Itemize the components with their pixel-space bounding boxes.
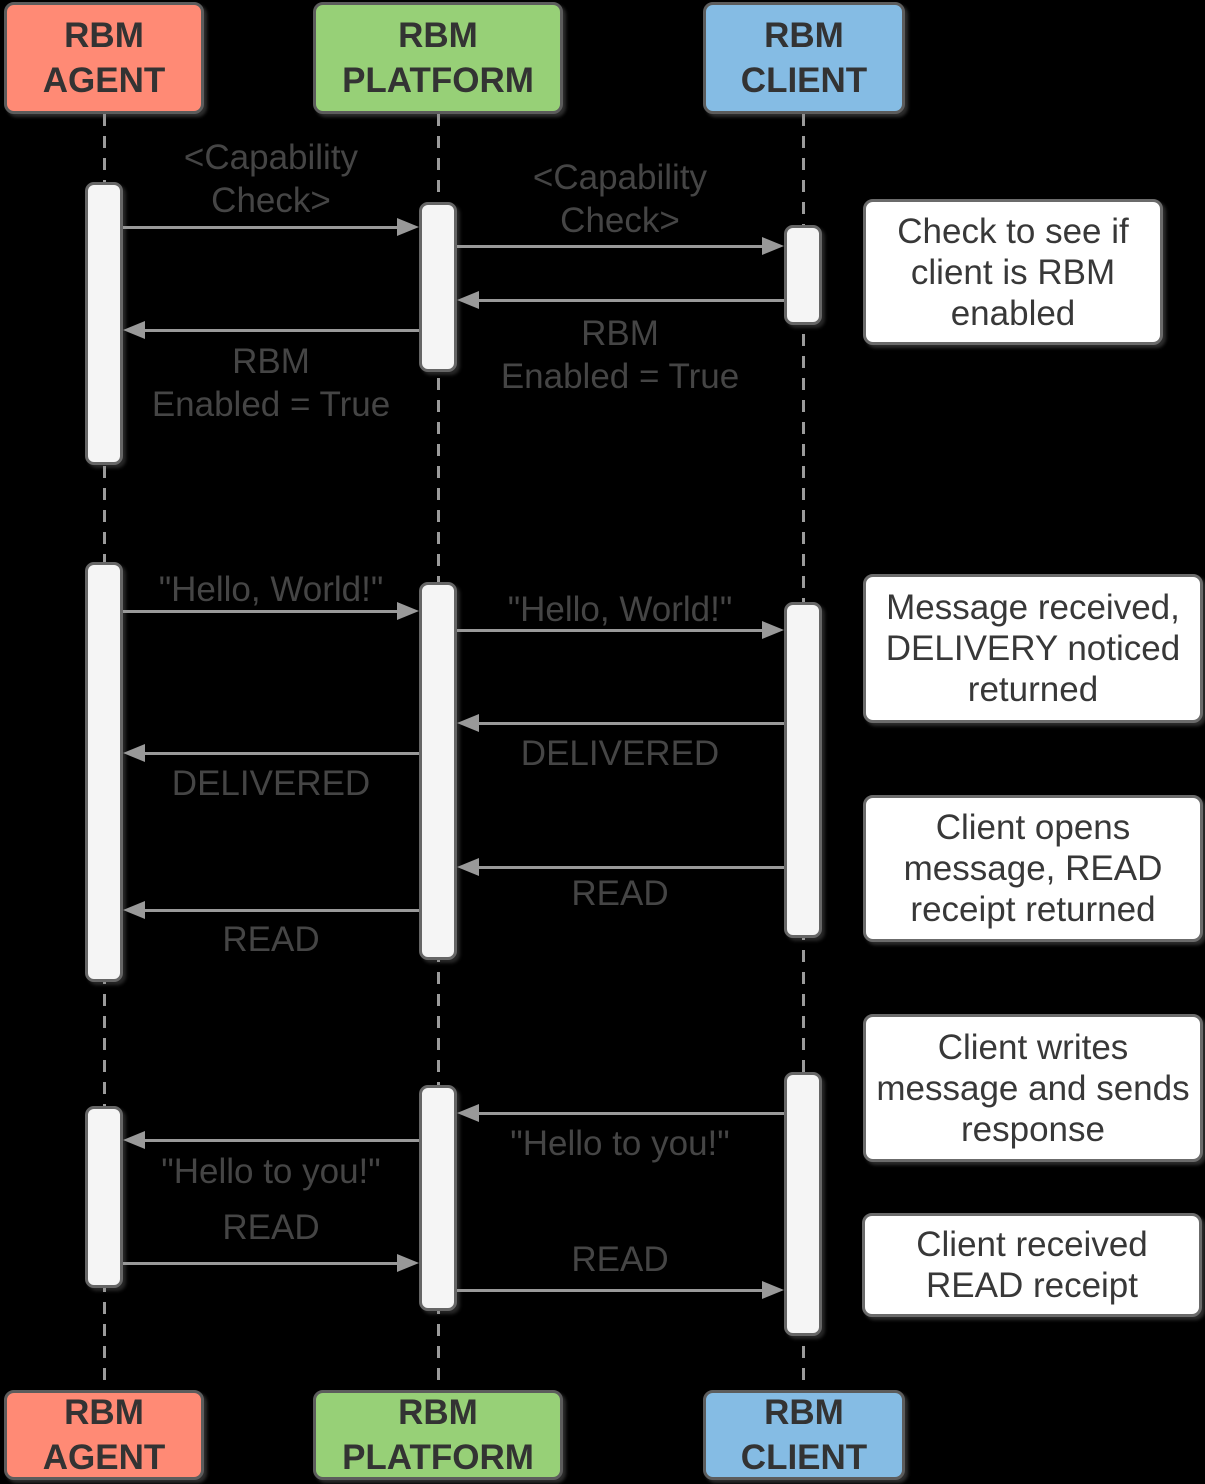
message-label-11: "Hello to you!": [510, 1124, 730, 1163]
message-line-9: [477, 866, 784, 869]
message-label-13: READ: [222, 1208, 320, 1247]
message-label-3: RBM Enabled = True: [500, 314, 740, 396]
message-label-5: "Hello, World!": [158, 570, 384, 609]
arrowhead-icon: [457, 1104, 479, 1122]
message-line-11: [477, 1112, 784, 1115]
message-line-2: [457, 245, 764, 248]
activation-bar-rbm-platform-2: [419, 582, 457, 960]
message-line-6: [457, 629, 764, 632]
message-line-10: [143, 909, 419, 912]
note-box-1: Check to see if client is RBM enabled: [863, 199, 1163, 345]
message-line-13: [123, 1262, 399, 1265]
message-label-8: DELIVERED: [171, 764, 371, 803]
arrowhead-icon: [123, 901, 145, 919]
actor-box-bottom-rbm-platform: RBM PLATFORM: [313, 1390, 563, 1480]
message-label-6: "Hello, World!": [507, 590, 733, 629]
message-label-14: READ: [571, 1240, 669, 1279]
message-label-4: RBM Enabled = True: [151, 342, 391, 424]
arrowhead-icon: [762, 621, 784, 639]
activation-bar-rbm-client-1: [784, 225, 822, 325]
arrowhead-icon: [397, 602, 419, 620]
message-line-8: [143, 752, 419, 755]
message-line-3: [477, 299, 784, 302]
activation-bar-rbm-agent-1: [85, 182, 123, 465]
message-line-14: [457, 1289, 764, 1292]
message-line-5: [123, 610, 399, 613]
note-box-2: Message received, DELIVERY noticed retur…: [863, 574, 1203, 723]
arrowhead-icon: [123, 1131, 145, 1149]
activation-bar-rbm-client-2: [784, 602, 822, 938]
actor-box-bottom-rbm-client: RBM CLIENT: [703, 1390, 905, 1480]
note-box-5: Client received READ receipt: [862, 1213, 1202, 1317]
arrowhead-icon: [762, 237, 784, 255]
message-label-1: <Capability Check>: [183, 138, 359, 220]
arrowhead-icon: [123, 321, 145, 339]
message-label-12: "Hello to you!": [161, 1152, 381, 1191]
actor-box-top-rbm-platform: RBM PLATFORM: [313, 2, 563, 114]
activation-bar-rbm-agent-3: [85, 1106, 123, 1288]
message-label-2: <Capability Check>: [532, 158, 708, 240]
message-line-7: [477, 722, 784, 725]
message-label-7: DELIVERED: [520, 734, 720, 773]
activation-bar-rbm-platform-1: [419, 202, 457, 372]
arrowhead-icon: [397, 218, 419, 236]
arrowhead-icon: [397, 1254, 419, 1272]
activation-bar-rbm-platform-3: [419, 1085, 457, 1311]
arrowhead-icon: [123, 744, 145, 762]
arrowhead-icon: [457, 291, 479, 309]
message-line-12: [143, 1139, 419, 1142]
message-line-1: [123, 226, 399, 229]
activation-bar-rbm-agent-2: [85, 562, 123, 982]
activation-bar-rbm-client-3: [784, 1072, 822, 1336]
arrowhead-icon: [762, 1281, 784, 1299]
actor-box-top-rbm-agent: RBM AGENT: [4, 2, 204, 114]
arrowhead-icon: [457, 858, 479, 876]
actor-box-top-rbm-client: RBM CLIENT: [703, 2, 905, 114]
message-label-10: READ: [222, 920, 320, 959]
message-label-9: READ: [571, 874, 669, 913]
note-box-3: Client opens message, READ receipt retur…: [863, 795, 1203, 942]
arrowhead-icon: [457, 714, 479, 732]
note-box-4: Client writes message and sends response: [863, 1014, 1203, 1162]
actor-box-bottom-rbm-agent: RBM AGENT: [4, 1390, 204, 1480]
message-line-4: [143, 329, 419, 332]
